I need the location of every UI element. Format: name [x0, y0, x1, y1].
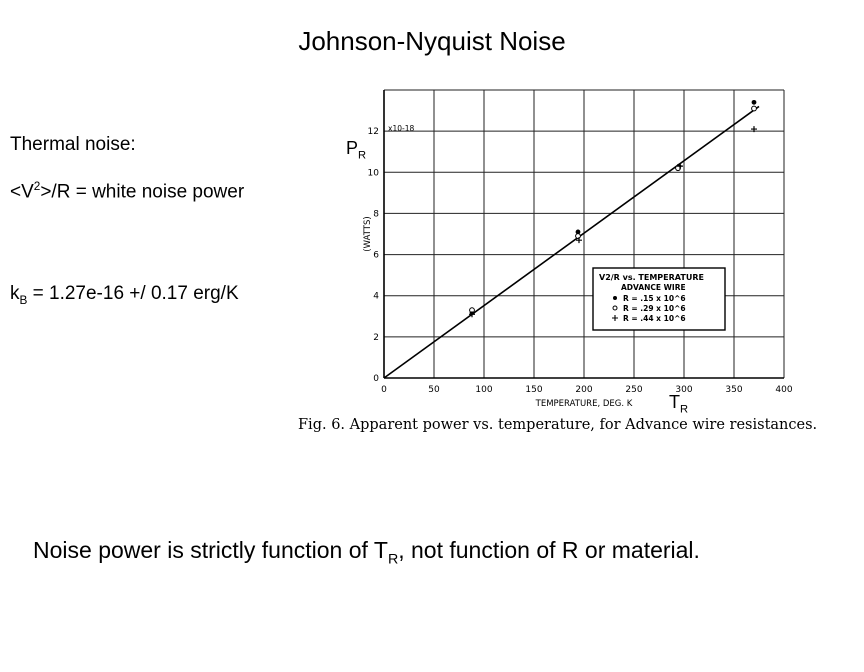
- data-point-plus: [576, 237, 582, 244]
- formula-rest: >/R = white noise power: [40, 181, 245, 203]
- x-tick-label: 0: [381, 385, 387, 395]
- noise-power-chart: 0 50 100 150 200 250 300 350 400 0 2 4 6 8 10 12TEMPERA…: [363, 89, 793, 409]
- y-tick-label: 0: [373, 374, 379, 384]
- data-point-dot: [575, 229, 581, 235]
- legend-entry: R = .15 x 10^6: [623, 294, 686, 303]
- x-axis-label: TEMPERATURE, DEG. K: [535, 399, 633, 409]
- conclusion-after: , not function of R or material.: [398, 537, 700, 563]
- kb-subscript: B: [19, 293, 28, 307]
- x-tick-label: 100: [475, 385, 492, 395]
- y-tick-label: 6: [373, 251, 379, 261]
- x-tick-label: 250: [625, 385, 642, 395]
- formula-open: <V: [10, 181, 34, 203]
- legend-marker-plus: [612, 315, 618, 321]
- legend-entry: R = .29 x 10^6: [623, 304, 686, 313]
- legend-marker-circle: [612, 305, 618, 311]
- x-tick-label: 300: [675, 385, 692, 395]
- pr-annotation: PR: [346, 138, 366, 162]
- legend-title: V2/R vs. TEMPERATURE: [599, 273, 704, 282]
- x-tick-label: 150: [525, 385, 542, 395]
- legend-entry: R = .44 x 10^6: [623, 314, 686, 323]
- legend-marker-dot: [613, 296, 617, 300]
- conclusion-statement: Noise power is strictly function of TR, …: [33, 537, 700, 568]
- tr-annotation: TR: [669, 392, 688, 416]
- data-point-plus: [677, 163, 683, 170]
- x-tick-label: 400: [775, 385, 792, 395]
- y-tick-label: 8: [373, 209, 379, 219]
- data-point-dot: [751, 99, 757, 105]
- conclusion-before: Noise power is strictly function of T: [33, 537, 388, 563]
- x-tick-label: 350: [725, 385, 742, 395]
- y-tick-label: 10: [368, 168, 380, 178]
- tr-subscript: R: [680, 403, 689, 416]
- formula-exponent: 2: [33, 180, 41, 193]
- kb-value: = 1.27e-16 +/ 0.17 erg/K: [27, 283, 239, 304]
- data-point-circle: [751, 105, 757, 112]
- kb-symbol: k: [10, 283, 20, 304]
- y-axis-label: (WATTS): [363, 216, 373, 251]
- thermal-noise-label: Thermal noise:: [10, 134, 136, 155]
- conclusion-subscript: R: [387, 551, 399, 568]
- figure-caption: Fig. 6. Apparent power vs. temperature, …: [298, 417, 818, 433]
- pr-main: P: [346, 138, 359, 158]
- legend-subtitle: ADVANCE WIRE: [621, 283, 686, 292]
- y-tick-label: 12: [368, 127, 379, 137]
- data-point-plus: [751, 126, 757, 133]
- y-tick-label: 4: [373, 292, 379, 302]
- fit-line: [383, 105, 760, 379]
- tr-main: T: [669, 392, 680, 412]
- noise-power-formula: <V2>/R = white noise power: [10, 180, 244, 203]
- y-tick-label: 2: [373, 333, 379, 343]
- boltzmann-constant-result: kB = 1.27e-16 +/ 0.17 erg/K: [10, 283, 239, 307]
- slide-title: Johnson-Nyquist Noise: [298, 26, 566, 56]
- data-point-plus: [469, 311, 475, 318]
- data-point-circle: [575, 233, 581, 239]
- x-tick-label: 50: [428, 385, 440, 395]
- pr-subscript: R: [358, 149, 367, 162]
- y-multiplier-label: x10-18: [388, 124, 414, 133]
- x-tick-label: 200: [575, 385, 592, 395]
